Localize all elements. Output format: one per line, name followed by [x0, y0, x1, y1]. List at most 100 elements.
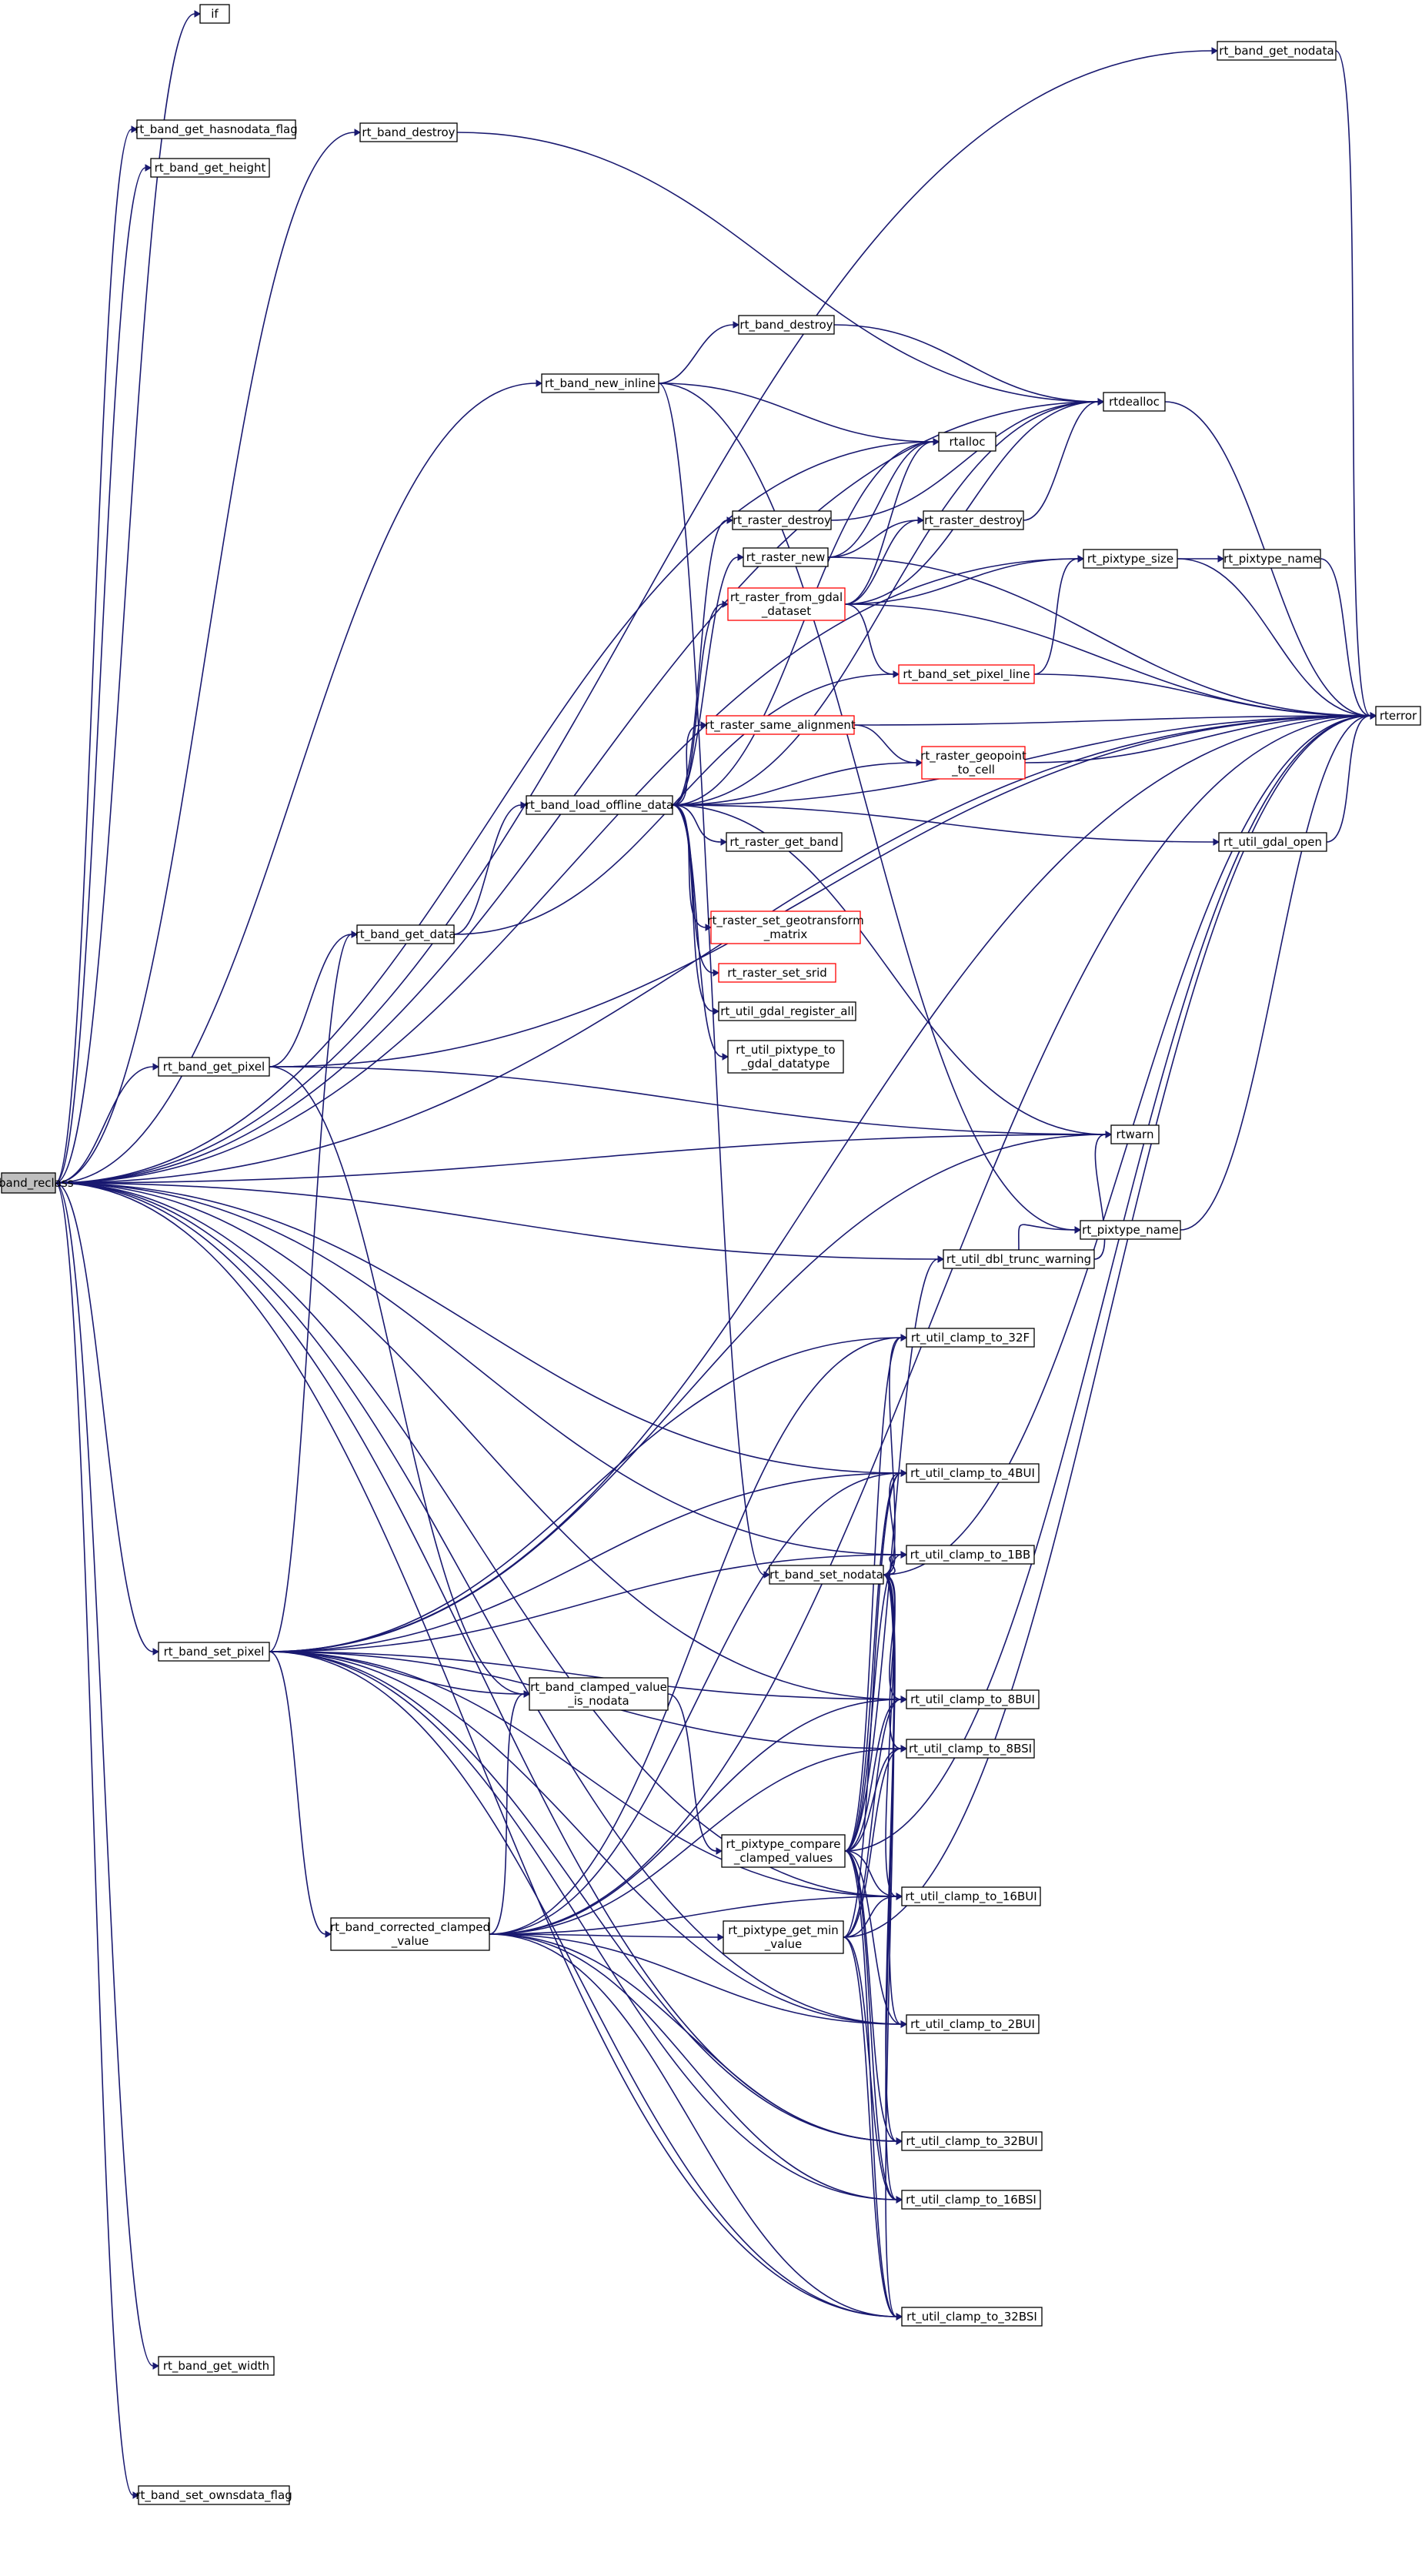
node-box: [718, 1001, 856, 1021]
node-label: _to_cell: [951, 763, 995, 777]
node-box: [938, 432, 996, 452]
edge-rt-band-get-pixel-to-rt-band-clamped-value-is-nodata: [269, 1066, 525, 1695]
edge-rt-band-get-data-to-rt-band-set-pixel-line: [453, 673, 894, 935]
node-rt-band-new-inline[interactable]: rt_band_new_inline: [541, 373, 659, 393]
node-box: [136, 119, 296, 139]
node-label: rt_raster_from_gdal: [730, 590, 843, 605]
node-rt-util-clamp-to-16BSI[interactable]: rt_util_clamp_to_16BSI: [901, 2190, 1041, 2210]
node-box: [898, 664, 1035, 684]
node-rt-raster-geopoint-to-cell[interactable]: rt_raster_geopoint_to_cell: [920, 746, 1026, 780]
edge-rt-band-reclass-to-rt-band-get-pixel: [55, 1066, 154, 1184]
node-rt-band-set-pixel[interactable]: rt_band_set_pixel: [158, 1642, 270, 1662]
edge-rt-pixtype-get-min-value-to-rt-util-clamp-to-4BUI: [843, 1472, 902, 1938]
node-rt-util-clamp-to-32BUI[interactable]: rt_util_clamp_to_32BUI: [901, 2131, 1043, 2151]
node-label: rt_band_get_width: [163, 2359, 269, 2374]
edge-rt-pixtype-get-min-value-to-rt-util-clamp-to-32BSI: [843, 1936, 897, 2317]
edge-rt-band-destroy-b-to-rtdealloc: [833, 324, 1099, 403]
node-label: rt_band_get_pixel: [163, 1060, 265, 1074]
node-label: rt_band_new_inline: [545, 376, 656, 391]
node-if[interactable]: if: [199, 4, 230, 24]
edge-rt-util-gdal-open-to-rterror: [1326, 715, 1371, 843]
node-label: rt_util_clamp_to_32BSI: [906, 2310, 1037, 2324]
node-rt-pixtype-name-a[interactable]: rt_pixtype_name: [1223, 549, 1321, 569]
node-rt-band-set-nodata[interactable]: rt_band_set_nodata: [769, 1565, 884, 1585]
node-rt-raster-same-alignment[interactable]: rt_raster_same_alignment: [705, 715, 856, 735]
node-rt-band-destroy-a[interactable]: rt_band_destroy: [359, 122, 458, 142]
node-rt-band-destroy-b[interactable]: rt_band_destroy: [738, 315, 835, 335]
node-rt-util-gdal-open[interactable]: rt_util_gdal_open: [1218, 832, 1327, 852]
edge-rt-pixtype-compare-clamped-values-to-rt-util-clamp-to-4BUI: [844, 1472, 902, 1852]
node-rt-pixtype-compare-clamped-values[interactable]: rt_pixtype_compare_clamped_values: [721, 1834, 846, 1868]
node-box: [1080, 1220, 1181, 1240]
node-rt-util-pixtype-to-gdal-datatype[interactable]: rt_util_pixtype_to_gdal_datatype: [727, 1040, 844, 1074]
node-rtalloc[interactable]: rtalloc: [938, 432, 996, 452]
node-rt-util-gdal-register-all[interactable]: rt_util_gdal_register_all: [718, 1001, 856, 1021]
node-rt-band-reclass[interactable]: rt_band_reclass: [0, 1172, 74, 1194]
node-label: _value: [391, 1934, 429, 1949]
node-rt-band-corrected-clamped-value[interactable]: rt_band_corrected_clamped_value: [330, 1917, 490, 1951]
node-label: _gdal_datatype: [741, 1057, 830, 1071]
node-rt-raster-destroy-a[interactable]: rt_raster_destroy: [732, 510, 832, 530]
node-rt-util-clamp-to-8BSI[interactable]: rt_util_clamp_to_8BSI: [906, 1739, 1035, 1759]
node-box: [199, 4, 230, 24]
edge-rt-band-clamped-value-is-nodata-to-rt-pixtype-compare-clamped-values: [667, 1693, 717, 1852]
node-rt-band-get-pixel[interactable]: rt_band_get_pixel: [158, 1057, 270, 1077]
node-rt-band-get-nodata[interactable]: rt_band_get_nodata: [1217, 41, 1337, 61]
node-rt-raster-destroy-b[interactable]: rt_raster_destroy: [923, 510, 1024, 530]
node-rt-util-clamp-to-2BUI[interactable]: rt_util_clamp_to_2BUI: [906, 2014, 1040, 2034]
node-rt-band-clamped-value-is-nodata[interactable]: rt_band_clamped_value_is_nodata: [529, 1677, 669, 1711]
node-box: [738, 315, 835, 335]
node-label: rt_raster_same_alignment: [705, 718, 856, 733]
node-label: rt_raster_destroy: [924, 513, 1023, 528]
node-rt-band-get-hasnodata-flag[interactable]: rt_band_get_hasnodata_flag: [135, 119, 298, 139]
arrowhead-icon: [1074, 1226, 1082, 1234]
node-rt-util-clamp-to-1BB[interactable]: rt_util_clamp_to_1BB: [906, 1545, 1035, 1565]
edge-rt-band-set-pixel-to-rt-util-clamp-to-8BUI: [269, 1651, 902, 1700]
edge-rt-band-set-pixel-to-rt-util-clamp-to-16BUI: [269, 1651, 897, 1897]
edge-rt-band-get-data-to-rt-band-load-offline-data: [453, 804, 522, 935]
edge-rt-band-reclass-to-rtdealloc: [55, 401, 1099, 1184]
node-rt-util-clamp-to-4BUI[interactable]: rt_util_clamp_to_4BUI: [906, 1463, 1040, 1483]
edge-rt-pixtype-compare-clamped-values-to-rt-util-clamp-to-16BSI: [844, 1850, 897, 2200]
node-rtwarn[interactable]: rtwarn: [1110, 1124, 1160, 1144]
arrowhead-icon: [131, 125, 139, 133]
node-rt-util-clamp-to-16BUI[interactable]: rt_util_clamp_to_16BUI: [901, 1886, 1041, 1906]
node-rtdealloc[interactable]: rtdealloc: [1103, 392, 1166, 412]
node-rt-band-set-ownsdata-flag[interactable]: rt_band_set_ownsdata_flag: [135, 2485, 292, 2505]
node-rt-band-get-data[interactable]: rt_band_get_data: [356, 924, 456, 944]
node-rt-raster-set-srid[interactable]: rt_raster_set_srid: [718, 963, 836, 983]
node-label: rt_band_destroy: [362, 125, 455, 140]
edge-rt-band-load-offline-data-to-rt-raster-get-band: [672, 804, 722, 843]
node-rt-band-get-height[interactable]: rt_band_get_height: [150, 158, 270, 178]
node-label: rt_raster_destroy: [733, 513, 831, 528]
node-rt-util-clamp-to-32BSI[interactable]: rt_util_clamp_to_32BSI: [901, 2307, 1043, 2327]
node-box: [158, 2356, 275, 2376]
node-rt-pixtype-get-min-value[interactable]: rt_pixtype_get_min_value: [723, 1920, 844, 1954]
node-label: rt_band_get_hasnodata_flag: [135, 122, 298, 137]
node-rt-raster-from-gdal-dataset[interactable]: rt_raster_from_gdal_dataset: [727, 587, 846, 621]
node-rt-pixtype-size[interactable]: rt_pixtype_size: [1083, 549, 1178, 569]
node-box: [526, 795, 673, 815]
node-rt-band-set-pixel-line[interactable]: rt_band_set_pixel_line: [898, 664, 1035, 684]
node-rt-raster-set-geotransform-matrix[interactable]: rt_raster_set_geotransform_matrix: [707, 910, 864, 944]
node-rt-util-clamp-to-8BUI[interactable]: rt_util_clamp_to_8BUI: [906, 1689, 1040, 1709]
node-rt-raster-new[interactable]: rt_raster_new: [743, 547, 829, 567]
node-rt-util-clamp-to-32F[interactable]: rt_util_clamp_to_32F: [906, 1328, 1035, 1348]
node-rt-band-load-offline-data[interactable]: rt_band_load_offline_data: [526, 795, 673, 815]
edge-rt-band-set-pixel-to-rt-util-clamp-to-16BSI: [269, 1651, 897, 2200]
edge-rt-pixtype-get-min-value-to-rt-util-clamp-to-16BUI: [843, 1896, 897, 1938]
edge-rt-pixtype-get-min-value-to-rt-util-clamp-to-8BUI: [843, 1699, 902, 1938]
node-rterror[interactable]: rterror: [1375, 706, 1421, 726]
node-box: [1, 1172, 56, 1194]
node-box: [743, 547, 829, 567]
node-label: if: [211, 7, 219, 21]
edge-rt-band-set-nodata-to-rt-util-clamp-to-8BUI: [883, 1574, 902, 1700]
node-rt-band-get-width[interactable]: rt_band_get_width: [158, 2356, 275, 2376]
node-box: [541, 373, 659, 393]
edge-rt-band-set-pixel-to-rt-band-clamped-value-is-nodata: [269, 1651, 525, 1695]
node-rt-pixtype-name-b[interactable]: rt_pixtype_name: [1080, 1220, 1181, 1240]
node-label: rt_raster_set_geotransform: [707, 914, 863, 928]
node-rt-raster-get-band[interactable]: rt_raster_get_band: [726, 832, 843, 852]
node-rt-util-dbl-trunc-warning[interactable]: rt_util_dbl_trunc_warning: [943, 1249, 1095, 1269]
